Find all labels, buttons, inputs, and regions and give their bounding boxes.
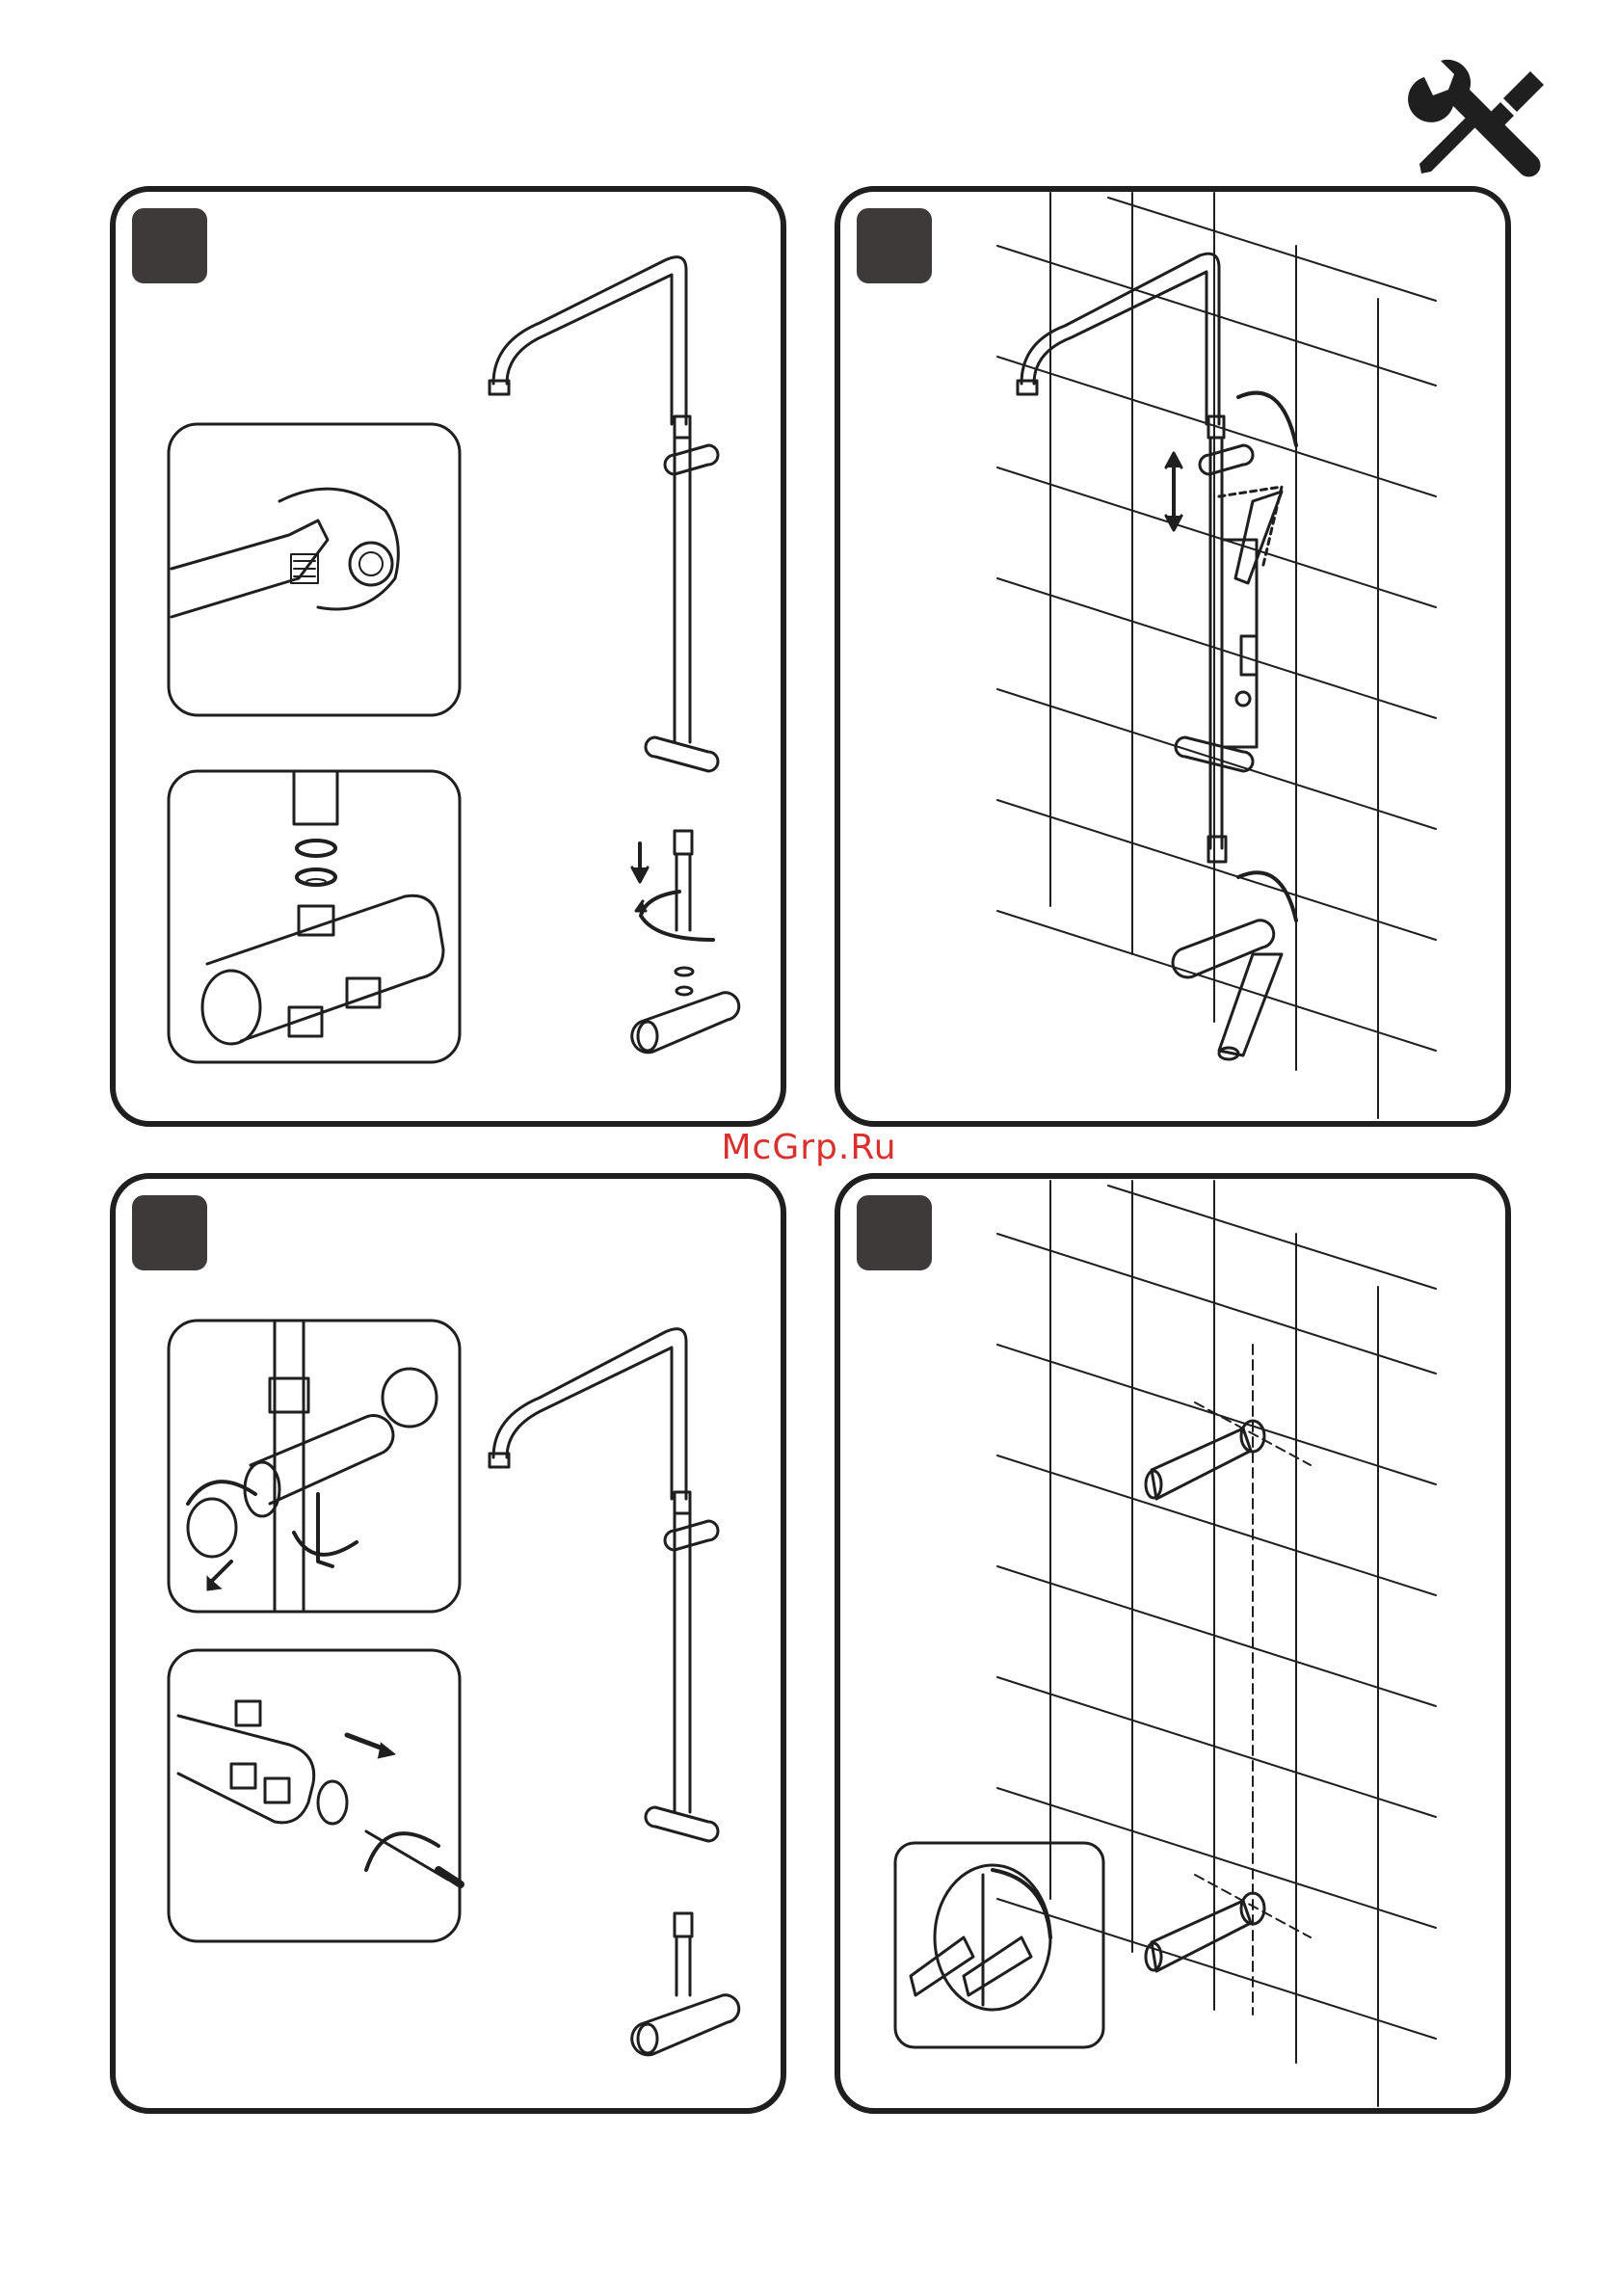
cartridge-removal-detail [169,1650,461,1941]
step-badge [857,1195,932,1270]
step-badge [857,208,932,283]
watermark-text: McGrp.Ru [0,1128,1618,1167]
tiled-wall [997,1181,1436,2106]
shower-column [490,257,739,1053]
cap-removal-detail [169,1321,460,1612]
step-badge [132,208,207,283]
wrench-screwdriver-icon [1408,60,1544,177]
shower-column [490,1329,739,2055]
panel-step-1 [113,189,783,1124]
panel-step-2 [837,189,1508,1124]
panel-step-3 [113,1176,783,2111]
dowel-detail [895,1843,1103,2047]
wrench-tightening-detail [169,424,460,715]
shower-column-mounting [1018,254,1296,1059]
wall-dowels [1146,1402,1311,1971]
step-badge [132,1195,207,1270]
tiled-wall [997,193,1436,1118]
washer-filter-detail [169,771,460,1062]
panel-step-4 [837,1176,1508,2111]
